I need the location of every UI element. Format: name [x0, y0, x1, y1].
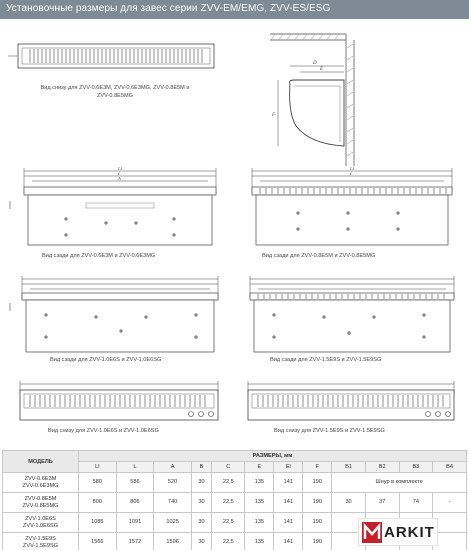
table-cell: 806: [115, 492, 155, 513]
table-cell: 190: [302, 512, 333, 533]
m-logo-icon: [362, 522, 382, 543]
cord-included-note: Шнур в комплекте: [331, 472, 467, 493]
table-cell: 37: [364, 492, 400, 513]
label-e-side: E: [319, 67, 323, 72]
label-l-08: L: [349, 171, 353, 176]
model-name: ZVV-0.8E5MG: [22, 502, 59, 509]
bottom-view-10-drawing: [6, 380, 231, 425]
column-header: El: [273, 461, 304, 473]
model-name: ZVV-0.6E3M: [24, 475, 57, 482]
table-cell: 800: [78, 492, 117, 513]
table-cell: 30: [331, 492, 366, 513]
label-d-side: D: [312, 61, 317, 66]
dimensions-table: МОДЕЛЬ РАЗМЕРЫ, мм Ll L A B C E El F B1 …: [2, 450, 467, 550]
table-cell: 135: [244, 512, 275, 533]
caption-bottom-10: Вид снизу для ZVV-1.0E6S и ZVV-1.0E6SG: [48, 428, 159, 434]
label-f-side: F: [271, 113, 276, 118]
column-header: B2: [364, 461, 400, 473]
caption-rear-10: Вид сзади для ZVV-1.0E6S и ZVV-1.0E6SG: [50, 357, 162, 363]
table-cell: 141: [273, 492, 304, 513]
table-cell: 190: [302, 532, 333, 550]
table-cell: -: [432, 492, 467, 513]
table-cell: 740: [153, 492, 192, 513]
table-header-model: МОДЕЛЬ: [2, 450, 79, 473]
model-name: ZVV-0.6E3MG: [22, 482, 59, 489]
table-cell: 190: [302, 472, 333, 493]
table-cell: 1025: [153, 512, 192, 533]
column-header: L: [115, 461, 155, 473]
rear-view-06-drawing: L1 L A: [6, 165, 231, 250]
caption-rear-06: Вид сзади для ZVV-0.6E3M и ZVV-0.6E3MG: [42, 253, 156, 259]
label-a-06: A: [117, 176, 121, 181]
column-header: B1: [331, 461, 366, 473]
table-cell: 141: [273, 512, 304, 533]
caption-rear-08: Вид сзади для ZVV-0.8E5M и ZVV-0.8E5MG: [262, 253, 376, 259]
table-cell: 520: [153, 472, 192, 493]
label-l-06: L: [117, 171, 121, 176]
table-cell: 190: [302, 492, 333, 513]
table-cell: 1566: [78, 532, 117, 550]
side-section-drawing: D E F: [260, 26, 365, 171]
table-cell: 580: [78, 472, 117, 493]
column-header: B: [190, 461, 213, 473]
table-cell: 1506: [153, 532, 192, 550]
rear-view-10-drawing: [6, 275, 231, 355]
table-cell: 30: [190, 472, 213, 493]
column-header: E: [244, 461, 275, 473]
table-cell: 74: [398, 492, 434, 513]
model-name: ZVV-1.5E9SG: [22, 542, 59, 549]
section-title: Установочные размеры для завес серии ZVV…: [6, 3, 331, 14]
label-l1-06: L1: [117, 166, 123, 171]
table-cell: 1091: [115, 512, 155, 533]
table-cell: 135: [244, 532, 275, 550]
column-header: Ll: [78, 461, 117, 473]
table-cell: 586: [115, 472, 155, 493]
table-cell: 22,5: [211, 512, 246, 533]
table-cell: 135: [244, 492, 275, 513]
rear-view-08-drawing: L1 L: [238, 165, 463, 250]
model-name: ZVV-1.5E9S: [25, 535, 56, 542]
table-cell: 30: [190, 512, 213, 533]
logo-brand-text: ARKIT: [384, 524, 435, 541]
table-cell: 22,5: [211, 532, 246, 550]
table-header-sizes: РАЗМЕРЫ, мм: [78, 450, 467, 462]
table-cell: 22,5: [211, 492, 246, 513]
table-cell: 1572: [115, 532, 155, 550]
caption-bottom-view-em: Вид снизу для ZVV-0.6E3M, ZVV-0.6E3MG, Z…: [40, 85, 190, 99]
table-cell: 141: [273, 532, 304, 550]
column-header: F: [302, 461, 333, 473]
model-name: ZVV-0.8E5M: [24, 495, 57, 502]
rear-view-15-drawing: [238, 275, 463, 355]
model-name: ZVV-1.0E6S: [25, 515, 56, 522]
table-cell: 30: [190, 532, 213, 550]
column-header: B4: [432, 461, 467, 473]
caption-rear-15: Вид сзади для ZVV-1.5E9S и ZVV-1.5E9SG: [270, 357, 382, 363]
column-header: A: [153, 461, 192, 473]
section-header: Установочные размеры для завес серии ZVV…: [0, 0, 469, 19]
column-header: C: [211, 461, 246, 473]
markit-logo: ARKIT: [358, 518, 438, 546]
column-header: B3: [398, 461, 434, 473]
table-cell: 135: [244, 472, 275, 493]
table-cell: 22,5: [211, 472, 246, 493]
table-cell: 1085: [78, 512, 117, 533]
label-l1-08: L1: [349, 166, 355, 171]
bottom-view-15-drawing: [238, 380, 463, 425]
bottom-view-small-drawing: [8, 30, 223, 80]
table-cell: 141: [273, 472, 304, 493]
model-name: ZVV-1.0E6SG: [22, 522, 59, 529]
caption-bottom-15: Вид снизу для ZVV-1.5E9S и ZVV-1.5E9SG: [274, 428, 385, 434]
table-cell: 30: [190, 492, 213, 513]
